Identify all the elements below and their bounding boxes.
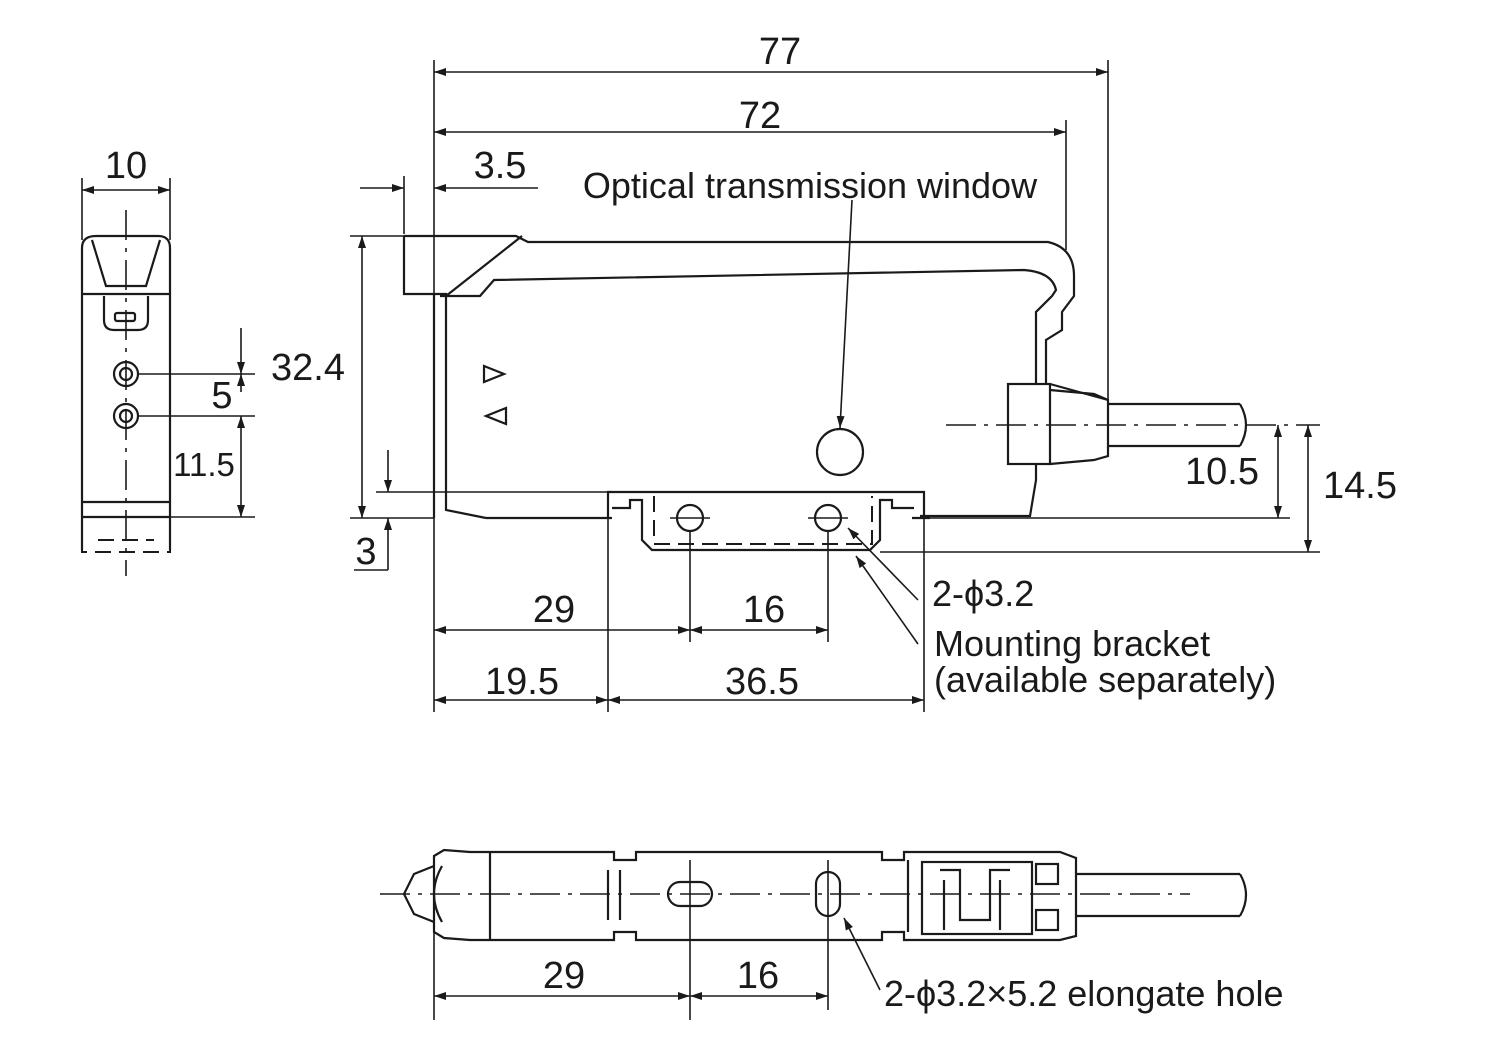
triangle-left-icon bbox=[483, 406, 508, 426]
note-bracket-line2: (available separately) bbox=[934, 659, 1276, 700]
side-view bbox=[80, 178, 255, 576]
dim-body-length: 72 bbox=[739, 95, 781, 137]
dim-overall-length: 77 bbox=[759, 31, 801, 73]
dim-indicator-height: 11.5 bbox=[173, 446, 235, 483]
dim-hole-pos: 29 bbox=[533, 589, 575, 631]
dim-side-width: 10 bbox=[105, 145, 147, 187]
dim-hole-pitch: 16 bbox=[743, 589, 785, 631]
dim-height: 32.4 bbox=[271, 347, 345, 389]
dim-bracket-pos: 19.5 bbox=[485, 661, 559, 703]
dim-cable-height: 10.5 bbox=[1185, 451, 1259, 493]
dim-bracket-length: 36.5 bbox=[725, 661, 799, 703]
note-optical-window: Optical transmission window bbox=[583, 165, 1038, 206]
note-holes: 2-ϕ3.2 bbox=[932, 573, 1034, 614]
triangle-right-icon bbox=[482, 364, 507, 384]
front-view bbox=[350, 60, 1320, 712]
dim-bottom-hole-pos: 29 bbox=[543, 955, 585, 997]
dim-bottom-hole-pitch: 16 bbox=[737, 955, 779, 997]
note-elongate-hole: 2-ϕ3.2×5.2 elongate hole bbox=[884, 973, 1283, 1014]
dim-front-offset: 3.5 bbox=[474, 145, 527, 187]
dim-base-offset: 3 bbox=[355, 531, 376, 573]
bottom-view bbox=[380, 848, 1248, 1020]
dim-bracket-height: 14.5 bbox=[1323, 465, 1397, 507]
dim-indicator-pitch: 5 bbox=[211, 375, 232, 417]
note-bracket-line1: Mounting bracket bbox=[934, 623, 1210, 664]
